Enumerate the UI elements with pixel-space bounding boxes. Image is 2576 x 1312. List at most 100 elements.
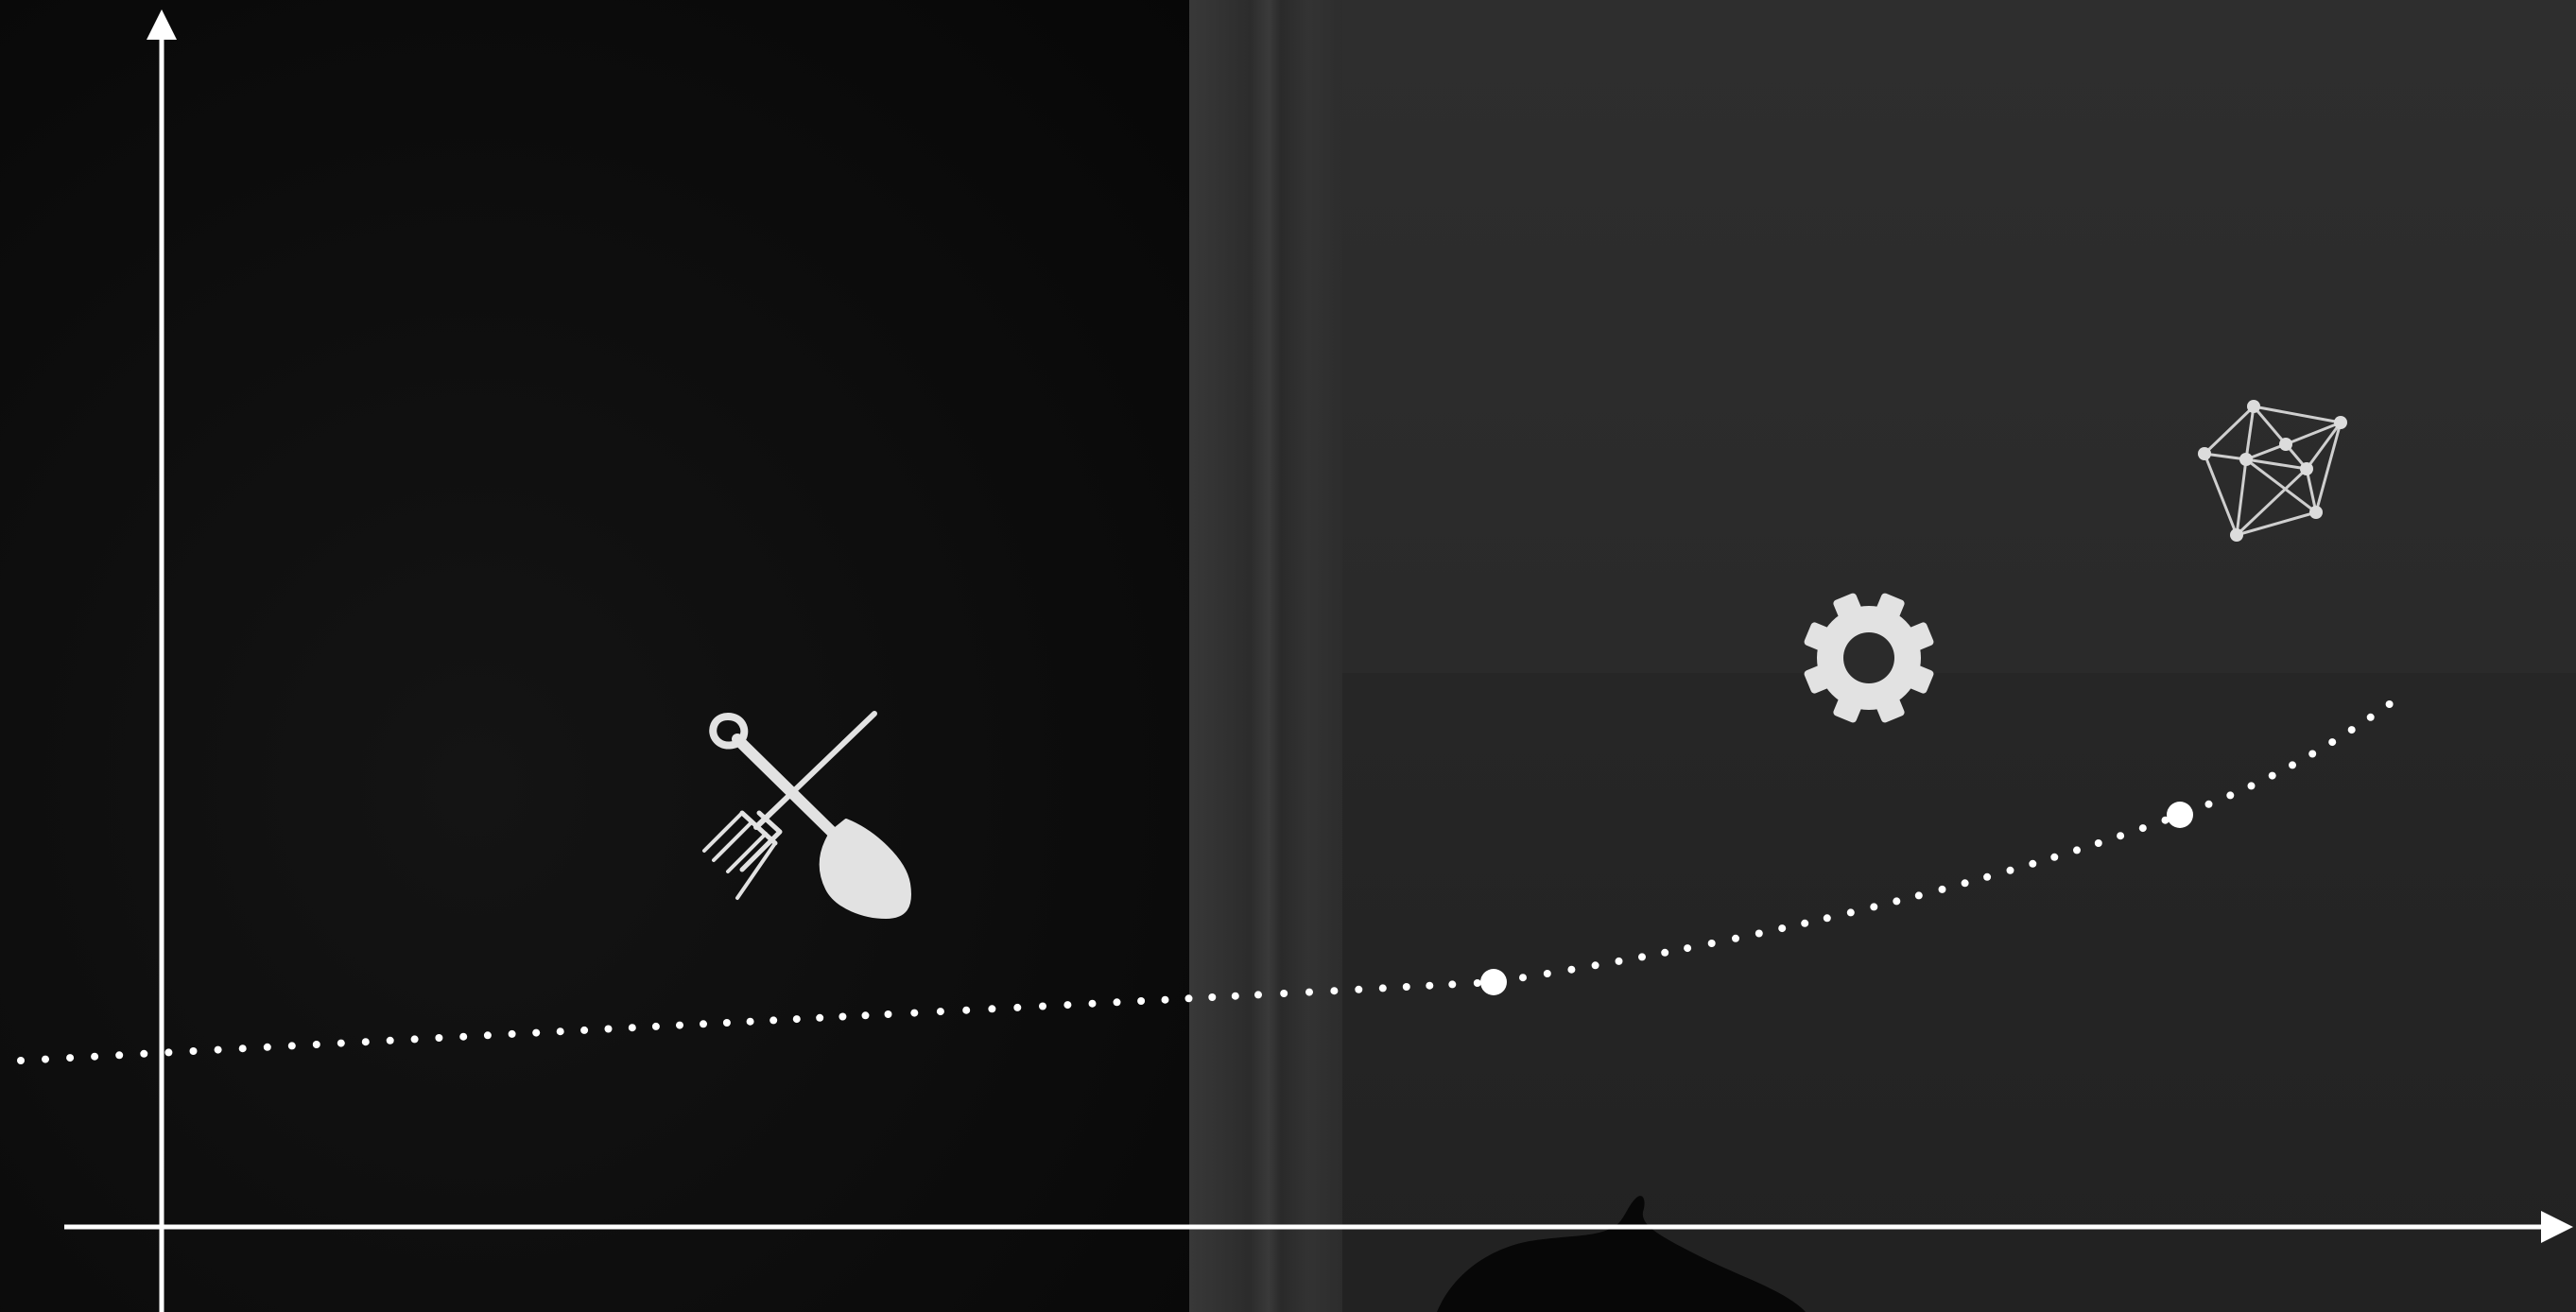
- curve-dot-37: [910, 1010, 918, 1017]
- curve-dot-89: [2139, 824, 2147, 832]
- curve-dot-62: [1519, 974, 1527, 981]
- curve-dot-85: [2050, 854, 2058, 861]
- curve-dot-79: [1915, 891, 1923, 899]
- curve-dot-17: [435, 1034, 442, 1042]
- curve-dot-71: [1732, 935, 1739, 942]
- curve-dot-0: [17, 1057, 25, 1064]
- curve-dot-67: [1638, 953, 1646, 960]
- y-axis-arrowhead: [147, 9, 177, 40]
- curve-dot-72: [1755, 930, 1763, 938]
- curve-dot-66: [1616, 958, 1623, 965]
- growth-curve: [17, 700, 2394, 1064]
- curve-dot-101: [2386, 700, 2394, 708]
- curve-dot-74: [1801, 920, 1808, 927]
- curve-dot-27: [676, 1022, 683, 1029]
- curve-dot-76: [1847, 908, 1855, 916]
- curve-dot-20: [509, 1030, 516, 1038]
- network-polyhedron-icon: [2198, 400, 2347, 542]
- curve-dot-5: [140, 1050, 147, 1058]
- curve-dot-88: [2117, 832, 2124, 839]
- curve-dot-7: [190, 1047, 198, 1055]
- curve-dot-12: [313, 1041, 320, 1048]
- curve-dot-64: [1567, 966, 1575, 974]
- curve-dot-13: [337, 1040, 345, 1047]
- curve-dot-94: [2248, 782, 2256, 789]
- milestone-marker-2: [2167, 802, 2193, 828]
- curve-dot-29: [723, 1019, 731, 1027]
- curve-dot-92: [2205, 801, 2213, 808]
- curve-dot-11: [288, 1042, 296, 1049]
- milestone-marker-1: [1480, 969, 1507, 995]
- curve-dot-45: [1114, 998, 1121, 1006]
- curve-dot-44: [1089, 1000, 1097, 1008]
- curve-dot-68: [1661, 949, 1668, 957]
- curve-dot-55: [1355, 986, 1362, 993]
- curve-dot-28: [700, 1020, 707, 1027]
- curve-dot-48: [1185, 994, 1193, 1002]
- curve-dot-8: [215, 1046, 222, 1054]
- curve-dot-80: [1939, 886, 1946, 893]
- curve-dot-84: [2029, 860, 2036, 868]
- curve-dot-22: [557, 1027, 564, 1035]
- curve-dot-14: [362, 1038, 370, 1045]
- curve-dot-75: [1824, 914, 1831, 922]
- gear-icon: [1803, 592, 1934, 723]
- curve-dot-98: [2328, 738, 2336, 746]
- x-axis-arrowhead: [2541, 1211, 2573, 1243]
- curve-dot-63: [1544, 970, 1551, 977]
- curve-dot-10: [264, 1044, 271, 1051]
- curve-dot-69: [1684, 944, 1691, 952]
- curve-dot-23: [580, 1027, 588, 1034]
- curve-dot-36: [885, 1010, 892, 1018]
- curve-dot-81: [1962, 879, 1969, 887]
- curve-dot-83: [2007, 867, 2014, 874]
- curve-dot-57: [1403, 983, 1410, 991]
- background-silhouette: [1437, 1196, 1806, 1312]
- curve-dot-19: [484, 1031, 492, 1039]
- curve-dot-50: [1232, 993, 1239, 1000]
- curve-dot-77: [1870, 903, 1877, 910]
- x-axis: [64, 1211, 2573, 1243]
- curve-dot-33: [816, 1014, 823, 1022]
- curve-dot-59: [1448, 980, 1456, 988]
- curve-dot-60: [1474, 979, 1481, 987]
- curve-dot-21: [532, 1029, 540, 1037]
- curve-dot-53: [1305, 989, 1313, 996]
- curve-dot-35: [862, 1011, 870, 1019]
- curve-dot-18: [459, 1033, 467, 1041]
- curve-dot-95: [2269, 772, 2276, 780]
- curve-dot-32: [793, 1015, 801, 1023]
- curve-dot-6: [164, 1048, 172, 1056]
- curve-dot-100: [2367, 714, 2375, 721]
- curve-dot-73: [1778, 924, 1786, 932]
- curve-dot-1: [42, 1056, 49, 1063]
- curve-dot-24: [605, 1026, 613, 1033]
- curve-dot-25: [629, 1024, 636, 1031]
- shovel-pitchfork-icon: [704, 714, 909, 917]
- curve-dot-97: [2308, 751, 2316, 758]
- curve-dot-39: [962, 1007, 970, 1014]
- curve-dot-30: [747, 1018, 754, 1026]
- curve-dot-4: [115, 1051, 123, 1059]
- curve-dot-78: [1893, 897, 1900, 905]
- curve-dot-51: [1254, 991, 1262, 998]
- curve-dot-3: [91, 1053, 98, 1061]
- curve-dot-93: [2226, 791, 2234, 799]
- curve-dot-46: [1137, 997, 1145, 1005]
- curve-dot-42: [1039, 1003, 1046, 1010]
- curve-dot-58: [1426, 982, 1433, 990]
- curve-dot-26: [652, 1023, 660, 1030]
- curve-dot-56: [1379, 984, 1387, 992]
- curve-dot-40: [988, 1005, 995, 1012]
- curve-dot-34: [838, 1013, 846, 1021]
- curve-dot-70: [1708, 940, 1716, 947]
- curve-dot-43: [1063, 1001, 1071, 1009]
- curve-dot-65: [1592, 961, 1599, 969]
- curve-dot-9: [239, 1044, 247, 1052]
- curve-dot-86: [2073, 846, 2081, 854]
- curve-dot-54: [1330, 987, 1338, 994]
- curve-dot-31: [769, 1016, 777, 1024]
- curve-dot-52: [1280, 990, 1288, 997]
